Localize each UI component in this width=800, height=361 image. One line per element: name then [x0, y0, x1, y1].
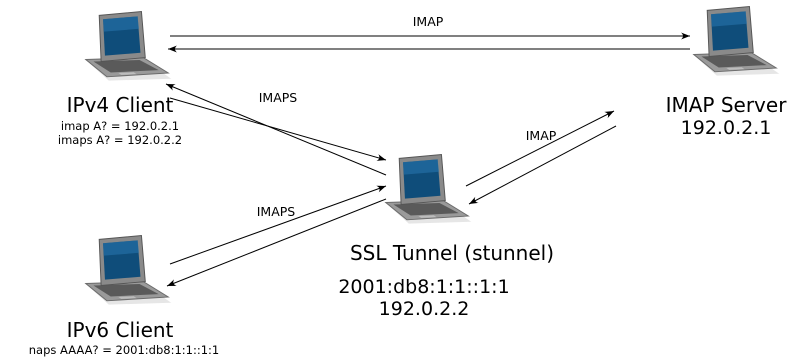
ssl-tunnel-title: SSL Tunnel (stunnel) [350, 241, 554, 265]
ipv4-client-laptop-icon [85, 11, 172, 82]
ssl-tunnel-ipv4-address: 192.0.2.2 [379, 298, 470, 320]
edge-label-imap-right: IMAP [526, 128, 557, 143]
ipv6-client-title: IPv6 Client [67, 318, 174, 342]
edge-label-imaps-upper: IMAPS [259, 90, 298, 105]
ipv4-client-dns-imaps: imaps A? = 192.0.2.2 [58, 133, 182, 147]
ssl-tunnel-ipv6-address: 2001:db8:1:1::1:1 [338, 276, 509, 298]
edge-tunnel-to-ipv6 [166, 198, 387, 287]
tunnel-laptop-icon [385, 154, 472, 225]
ipv4-client-dns-imap: imap A? = 192.0.2.1 [61, 119, 179, 133]
edge-tunnel-to-server [465, 110, 615, 187]
edge-tunnel-to-client [165, 83, 387, 176]
edge-label-imaps-lower: IMAPS [257, 204, 296, 219]
ipv6-client-laptop-icon [85, 235, 172, 306]
edge-client-to-tunnel [169, 97, 387, 161]
imap-server-address: 192.0.2.1 [681, 117, 772, 139]
imap-server-laptop-icon [693, 6, 780, 77]
edge-label-imap-top: IMAP [413, 14, 444, 29]
ipv4-client-title: IPv4 Client [67, 93, 174, 117]
edge-server-to-tunnel [468, 125, 617, 205]
imap-server-title: IMAP Server [666, 93, 788, 117]
ipv6-client-dns-aaaa: naps AAAA? = 2001:db8:1:1::1:1 [29, 343, 219, 357]
edge-ipv6-to-tunnel [169, 185, 387, 265]
